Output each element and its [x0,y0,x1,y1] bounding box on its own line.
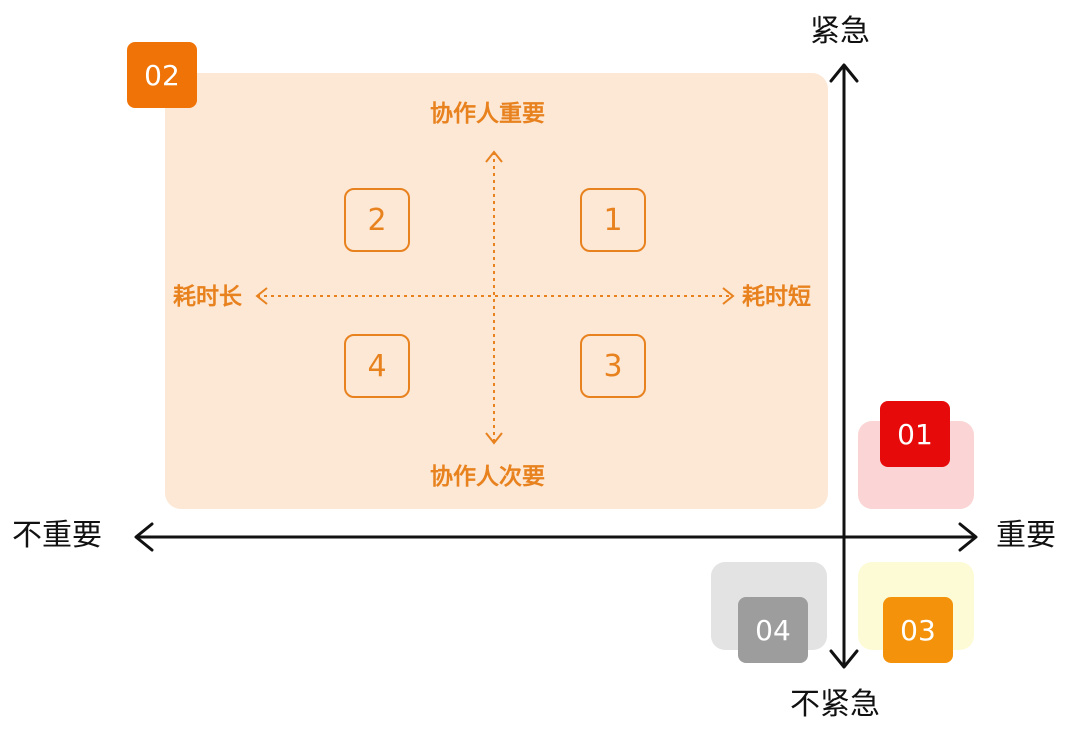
quadrant-02-panel [165,73,828,509]
axis-arrow-left-icon [134,522,154,552]
inner-box-4: 4 [344,334,410,398]
axis-arrow-right-icon [958,522,978,552]
axis-label-not-urgent: 不紧急 [790,687,880,722]
inner-box-1: 1 [580,188,646,252]
inner-arrow-left-icon [255,287,268,305]
quadrant-02-badge: 02 [127,42,197,108]
inner-arrow-down-icon [485,432,503,445]
quadrant-04-badge: 04 [738,597,808,663]
inner-box-2: 2 [344,188,410,252]
axis-arrow-up-icon [829,63,859,83]
quadrant-03-badge: 03 [883,597,953,663]
axis-label-urgent: 紧急 [810,14,870,49]
axis-label-not-important: 不重要 [12,518,102,553]
quadrant-01-badge: 01 [880,401,950,467]
inner-label-right: 耗时短 [742,284,811,310]
inner-label-left: 耗时长 [173,284,242,310]
axis-label-important: 重要 [996,518,1056,553]
inner-label-top: 协作人重要 [430,101,545,127]
inner-label-bottom: 协作人次要 [430,464,545,490]
inner-arrow-up-icon [485,150,503,163]
inner-box-3: 3 [580,334,646,398]
inner-arrow-right-icon [722,287,735,305]
axis-arrow-down-icon [829,649,859,669]
